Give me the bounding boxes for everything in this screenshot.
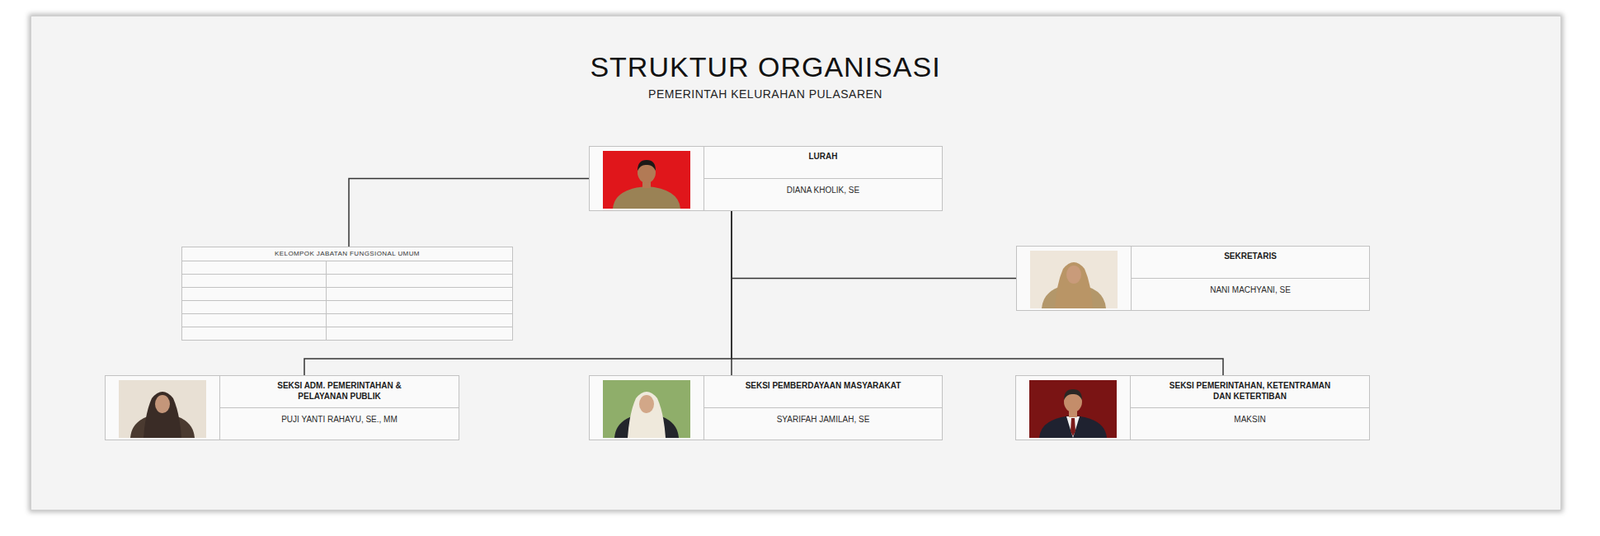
person-photo	[118, 380, 207, 438]
text-cell: SEKSI ADM. PEMERINTAHAN & PELAYANAN PUBL…	[220, 376, 459, 440]
photo-face	[639, 395, 655, 414]
photo-cell	[1016, 246, 1132, 311]
officer-name: DIANA KHOLIK, SE	[704, 178, 942, 211]
photo-hijab	[627, 391, 666, 438]
org-box: LURAHDIANA KHOLIK, SE	[588, 145, 943, 212]
position-title: SEKSI PEMERINTAHAN, KETENTRAMAN DAN KETE…	[1130, 376, 1370, 409]
empty-cell	[326, 314, 513, 327]
empty-cell	[326, 274, 513, 288]
table-header: KELOMPOK JABATAN FUNGSIONAL UMUM	[182, 247, 513, 262]
photo-face	[155, 395, 170, 414]
position-title: SEKSI PEMBERDAYAAN MASYARAKAT	[704, 376, 942, 409]
officer-name: MAKSIN	[1130, 408, 1370, 440]
empty-cell	[182, 327, 327, 340]
photo-hair	[637, 160, 656, 171]
table-grid	[182, 261, 513, 340]
text-cell: SEKRETARISNANI MACHYANI, SE	[1131, 246, 1370, 311]
table-row	[182, 274, 513, 288]
photo-cell	[589, 376, 705, 440]
person-photo	[1029, 380, 1117, 438]
photo-background	[602, 380, 691, 438]
connector-line	[731, 211, 1017, 279]
position-title: LURAH	[704, 146, 942, 179]
org-box: KELOMPOK JABATAN FUNGSIONAL UMUM	[181, 246, 513, 341]
photo-hijab	[143, 391, 182, 438]
table-row	[182, 327, 513, 340]
empty-cell	[182, 261, 327, 274]
person-photo	[602, 150, 691, 209]
empty-cell	[326, 301, 513, 314]
table-row	[182, 301, 513, 315]
photo-shirt	[1066, 416, 1080, 438]
org-box: SEKSI PEMERINTAHAN, KETENTRAMAN DAN KETE…	[1015, 375, 1370, 441]
org-box: SEKSI PEMBERDAYAAN MASYARAKATSYARIFAH JA…	[588, 375, 943, 441]
photo-background	[1030, 250, 1118, 309]
empty-cell	[326, 327, 513, 340]
text-cell: LURAHDIANA KHOLIK, SE	[704, 146, 942, 211]
photo-cell	[1016, 376, 1131, 440]
text-cell: SEKSI PEMBERDAYAAN MASYARAKATSYARIFAH JA…	[704, 376, 942, 440]
empty-cell	[182, 274, 327, 288]
empty-cell	[326, 287, 513, 301]
table-row	[182, 314, 513, 328]
officer-name: PUJI YANTI RAHAYU, SE., MM	[220, 408, 459, 440]
empty-cell	[182, 301, 327, 314]
position-title: SEKRETARIS	[1131, 246, 1370, 279]
photo-cell	[105, 376, 221, 440]
photo-hair	[1063, 389, 1083, 400]
connector-line	[348, 178, 589, 248]
text-cell: SEKSI PEMERINTAHAN, KETENTRAMAN DAN KETE…	[1130, 376, 1370, 440]
photo-face	[1066, 265, 1082, 284]
person-photo	[1030, 250, 1118, 309]
table-row	[182, 261, 513, 275]
empty-cell	[182, 287, 327, 301]
photo-body	[1039, 415, 1107, 438]
empty-cell	[326, 261, 513, 274]
officer-name: SYARIFAH JAMILAH, SE	[704, 408, 942, 440]
officer-name: NANI MACHYANI, SE	[1131, 278, 1370, 311]
table-row	[182, 287, 513, 302]
org-box: SEKRETARISNANI MACHYANI, SE	[1016, 245, 1370, 311]
subtitle-label: PEMERINTAH KELURAHAN PULASAREN	[648, 87, 883, 101]
photo-hijab	[1054, 262, 1093, 309]
photo-tie	[1070, 418, 1076, 437]
empty-cell	[182, 314, 327, 327]
position-title: SEKSI ADM. PEMERINTAHAN & PELAYANAN PUBL…	[220, 376, 459, 409]
photo-background	[602, 150, 691, 209]
photo-background	[118, 380, 207, 438]
person-photo	[602, 380, 691, 438]
photo-body	[612, 186, 681, 209]
chart-title: STRUKTUR ORGANISASI	[589, 51, 941, 84]
org-box: SEKSI ADM. PEMERINTAHAN & PELAYANAN PUBL…	[104, 375, 460, 441]
photo-cell	[589, 146, 705, 211]
photo-background	[1029, 380, 1117, 438]
